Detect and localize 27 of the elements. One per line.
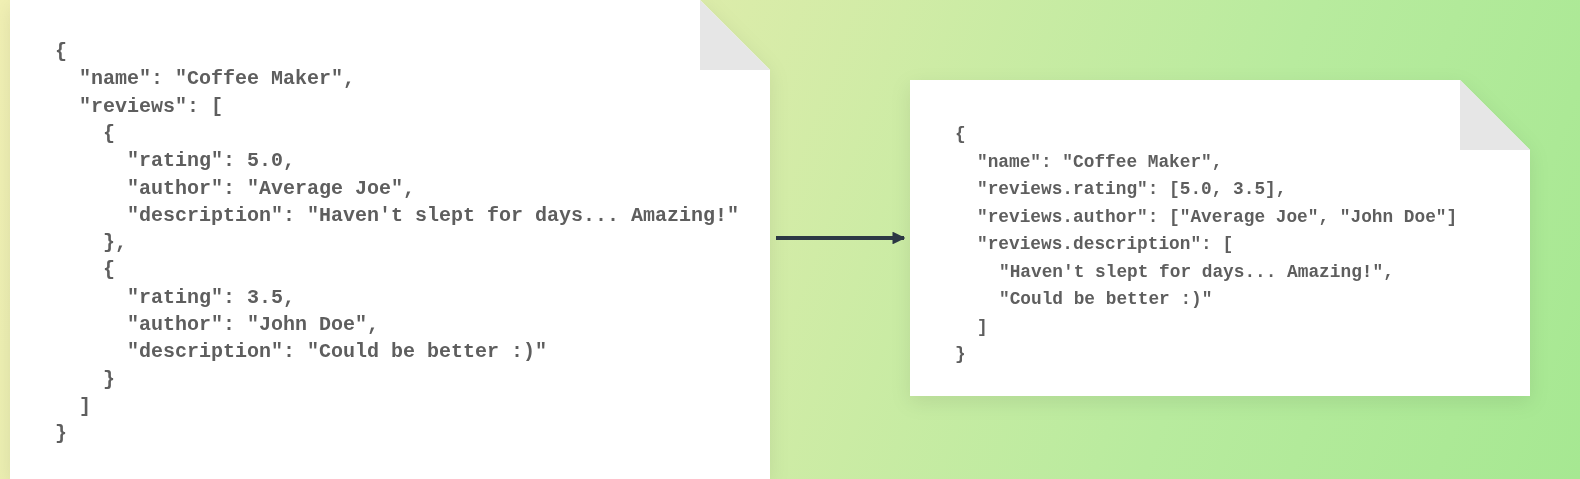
code-line: { [103,123,115,144]
code-line: "Could be better :)" [999,291,1213,309]
code-line: "name": "Coffee Maker", [79,69,356,90]
code-line: "description": "Could be better :)" [127,342,548,363]
arrow [776,231,906,245]
code-line: { [103,260,115,281]
code-line: "description": "Haven't slept for days... Amazing!" [127,205,740,226]
code-line: } [55,424,67,445]
code-line: } [103,369,115,390]
code-line: ] [79,396,91,417]
code-line: }, [103,233,127,254]
code-line: "name": "Coffee Maker", [977,153,1223,172]
code-line: "reviews": [ [79,96,224,117]
code-line: "rating": 5.0, [127,151,296,172]
code-line: } [955,346,966,364]
code-line: { [55,42,67,62]
code-line: "author": "John Doe", [127,315,380,335]
code-line: { [955,126,966,144]
code-line: "reviews.author": ["Average Joe", "John Doe"] [977,208,1458,227]
code-line: "rating": 3.5, [127,287,296,308]
code-line: "author": "Average Joe", [127,178,416,199]
document-page [10,0,770,479]
code-line: "reviews.rating": [5.0, 3.5], [977,181,1287,199]
code-line: "reviews.description": [ [977,236,1234,254]
code-line: ] [977,318,988,337]
document-page [910,80,1530,396]
code-line: "Haven't slept for days... Amazing!", [999,263,1394,282]
